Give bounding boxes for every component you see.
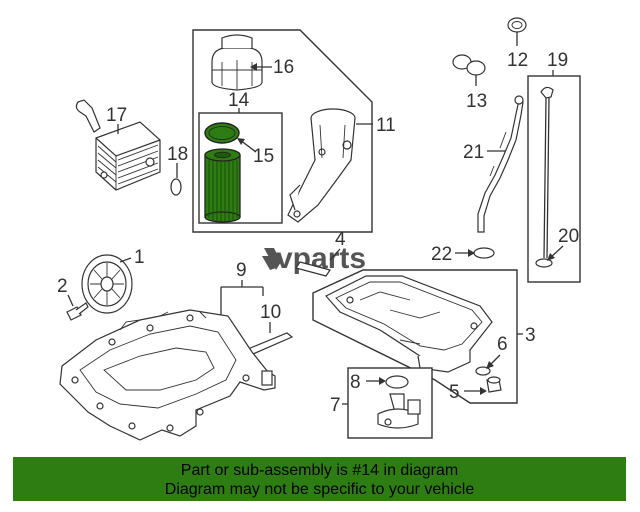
dipstick-group-box-19 (527, 75, 581, 283)
callout-15: 15 (253, 146, 274, 167)
gasket-10[interactable] (246, 332, 294, 355)
oil-pan-upper-9[interactable] (59, 309, 276, 441)
banner-line-1: Part or sub-assembly is #14 in diagram (180, 462, 459, 479)
seal-22[interactable] (473, 247, 495, 259)
callout-4: 4 (335, 229, 346, 250)
callout-18: 18 (167, 144, 188, 165)
oil-level-sensor[interactable] (377, 393, 421, 429)
banner-line-2: Diagram may not be specific to your vehi… (164, 481, 475, 498)
callout-22: 22 (431, 244, 452, 265)
gasket-4[interactable] (295, 261, 331, 277)
dipstick[interactable] (540, 86, 554, 259)
callout-17: 17 (106, 105, 127, 126)
callout-5: 5 (449, 382, 460, 403)
callout-11: 11 (376, 115, 396, 136)
callout-9: 9 (236, 260, 247, 281)
callout-3: 3 (525, 325, 536, 346)
callout-19: 19 (547, 50, 568, 71)
bolt-2[interactable] (66, 302, 89, 321)
callout-14: 14 (228, 90, 250, 111)
parts-diagram: 14 15 16 11 17 18 12 13 21 22 (57, 17, 581, 441)
callout-7: 7 (330, 395, 341, 416)
filter-element[interactable] (204, 148, 241, 223)
seals-13[interactable] (452, 54, 486, 76)
dipstick-tube-21[interactable] (477, 95, 524, 233)
filter-housing-11[interactable] (287, 108, 356, 223)
seal-ring-15[interactable] (204, 122, 240, 144)
seal-20[interactable] (535, 258, 553, 268)
oil-pan-lower[interactable] (325, 275, 493, 373)
callout-21: 21 (463, 142, 484, 163)
callout-1: 1 (134, 247, 145, 268)
seal-12[interactable] (507, 17, 527, 33)
callout-13: 13 (466, 91, 487, 112)
oil-cooler-17[interactable] (75, 99, 161, 191)
seal-8[interactable] (385, 375, 409, 389)
callout-6: 6 (497, 334, 508, 355)
o-ring-18[interactable] (170, 178, 182, 196)
drain-plug-5[interactable] (486, 376, 502, 393)
callout-2: 2 (57, 276, 68, 297)
pulley-1[interactable] (81, 254, 133, 314)
callout-10: 10 (260, 302, 281, 323)
seal-6[interactable] (475, 366, 491, 376)
info-banner: Part or sub-assembly is #14 in diagram D… (13, 457, 626, 501)
callout-20: 20 (558, 226, 579, 247)
callout-8: 8 (350, 372, 361, 393)
callout-16: 16 (273, 57, 294, 78)
callout-12: 12 (507, 50, 528, 71)
